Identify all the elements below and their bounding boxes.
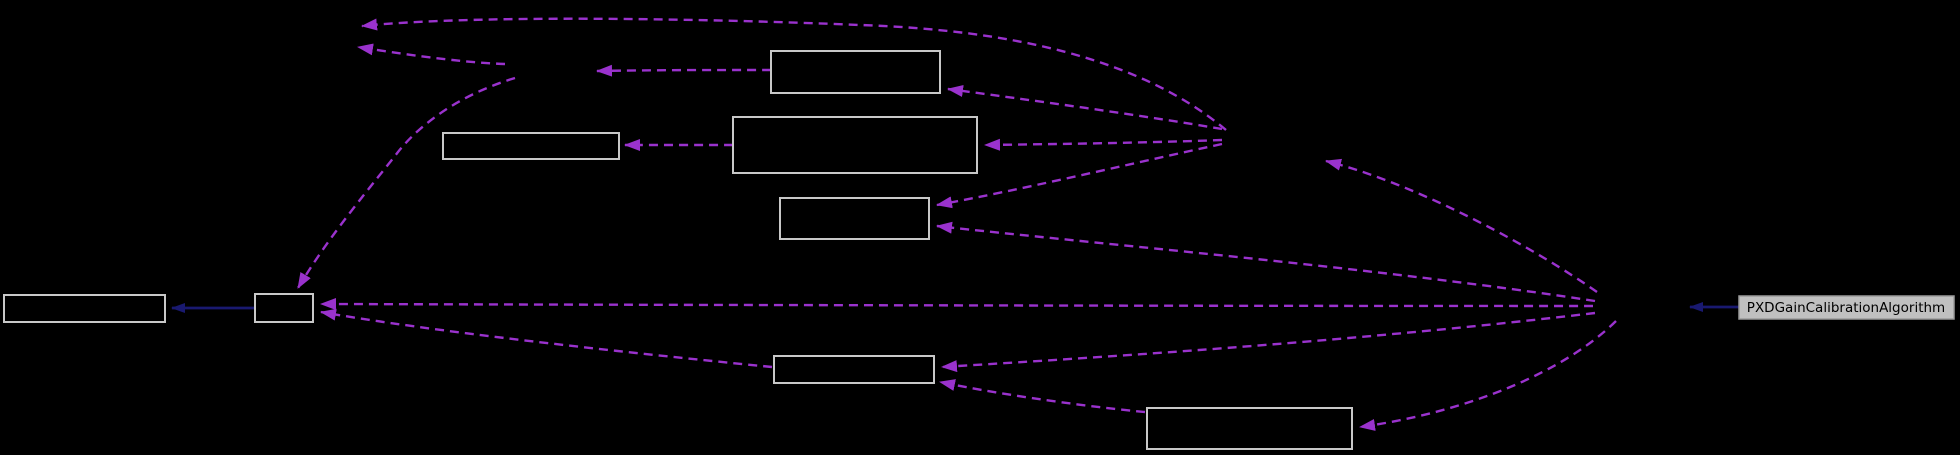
main-node: PXDGainCalibrationAlgorithm [1738, 295, 1955, 320]
node-small-left[interactable] [254, 293, 314, 323]
node-far-left[interactable] [3, 294, 166, 323]
nodes-layer [3, 50, 1353, 450]
edge-bottom-to-bottom-mid [939, 379, 1146, 414]
node-left-mid[interactable] [442, 132, 620, 160]
edge-right-to-bottom-mid [941, 311, 1596, 373]
edge-right-to-bottom-box [1359, 320, 1617, 431]
node-top[interactable] [770, 50, 941, 94]
edge-right-to-mid-lower [936, 221, 1596, 303]
edge-hub-to-large-box [984, 138, 1223, 151]
edges-layer [171, 17, 1739, 431]
edge-to-topleft-lower [357, 43, 506, 66]
edge-curve-to-small-top [296, 76, 516, 289]
node-bottom[interactable] [1146, 407, 1353, 450]
main-node-label: PXDGainCalibrationAlgorithm [1747, 300, 1945, 316]
edge-top-box-left [596, 64, 772, 77]
node-mid[interactable] [779, 197, 930, 240]
edge-bottom-mid-to-small [320, 308, 773, 369]
main-node-box [1738, 295, 1955, 320]
edge-hub-to-mid-upper [936, 142, 1223, 209]
edge-right-to-small-box [320, 298, 1594, 311]
edge-hub-to-top-box [947, 85, 1223, 131]
edge-right-to-hub [1325, 158, 1598, 293]
node-bottom-mid[interactable] [773, 355, 935, 384]
node-large-mid[interactable] [732, 116, 978, 174]
